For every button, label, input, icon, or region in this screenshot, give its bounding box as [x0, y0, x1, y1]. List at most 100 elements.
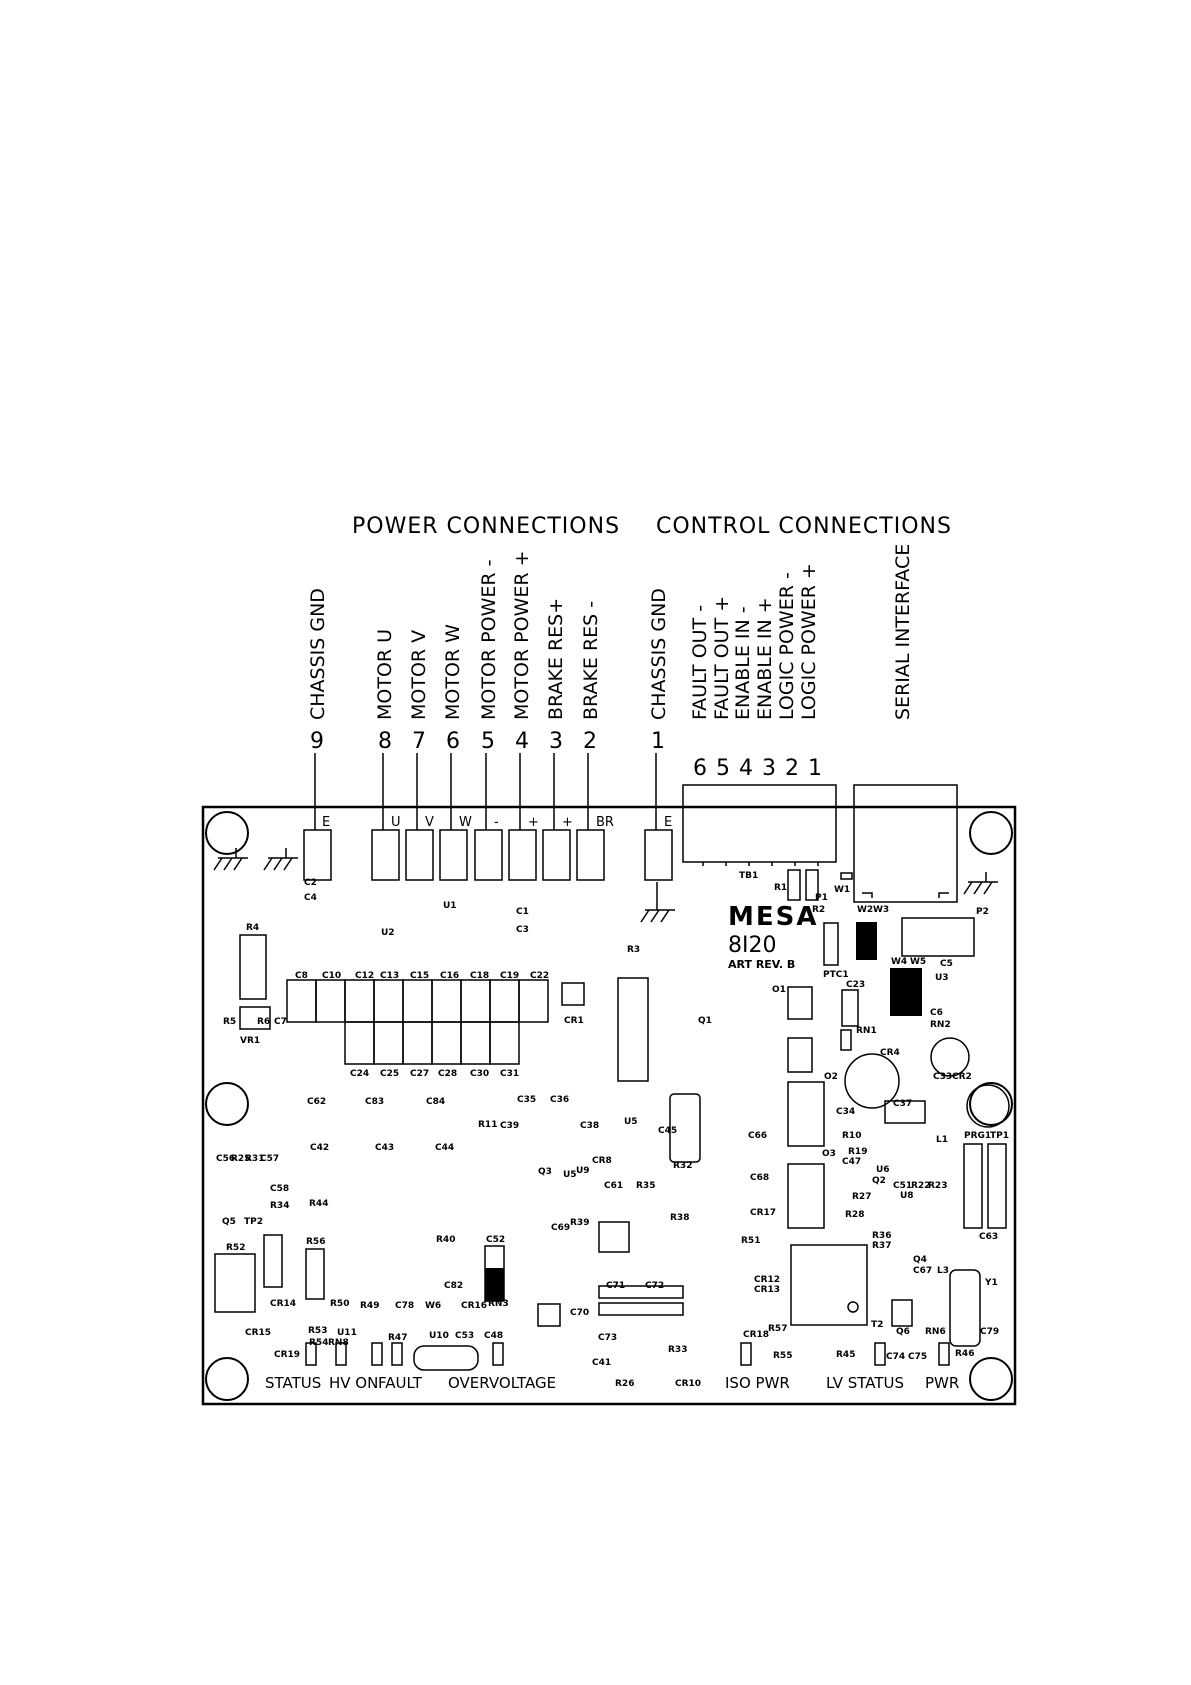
refdes-w4: W4: [891, 957, 907, 967]
serial-interface-label: SERIAL INTERFACE: [892, 544, 914, 720]
refdes-u5: U5: [624, 1117, 638, 1127]
refdes-c15: C15: [410, 971, 429, 981]
mounting-hole-mid-left: [205, 1082, 249, 1126]
refdes-c52: U9: [576, 1166, 590, 1176]
refdes-c12: C12: [355, 971, 374, 981]
terminal-pad-letters: E U V W - + + BR E: [322, 815, 672, 830]
refdes-c7: C7: [274, 1017, 287, 1027]
refdes-w5: W5: [910, 957, 926, 967]
refdes-u11: R49: [360, 1301, 379, 1311]
mounting-hole-top-left: [205, 811, 249, 855]
refdes-rn2: RN2: [930, 1020, 951, 1030]
refdes-r48: R40: [436, 1235, 455, 1245]
refdes-c31: C31: [500, 1069, 519, 1079]
refdes-c27: C27: [410, 1069, 429, 1079]
mounting-hole-bottom-left: [205, 1357, 249, 1401]
refdes-r15: CR8: [592, 1156, 612, 1166]
refdes-c10: C10: [322, 971, 341, 981]
refdes-l2: R32: [673, 1161, 692, 1171]
pin-3-label: ENABLE IN +: [754, 597, 776, 720]
refdes-cr18: R45: [836, 1350, 855, 1360]
refdes-r20: R31: [245, 1154, 264, 1164]
terminal-8-number: 8: [378, 729, 392, 754]
pin-6-label: FAULT OUT -: [689, 605, 711, 720]
refdes-u8: U8: [900, 1191, 914, 1201]
component-outlines: [214, 869, 1010, 1371]
refdes-c80: C41: [592, 1358, 611, 1368]
refdes-tp1: TP1: [990, 1131, 1009, 1141]
refdes-u3: U3: [935, 973, 949, 983]
refdes-c68: CR13: [754, 1285, 780, 1295]
status-label-fault: FAULT: [378, 1374, 423, 1392]
refdes-r26: C68: [750, 1173, 769, 1183]
refdes-q1: Q1: [698, 1016, 712, 1026]
refdes-c39: C39: [500, 1121, 519, 1131]
refdes-cr17: CR18: [743, 1330, 769, 1340]
pin-3-number: 3: [762, 756, 776, 781]
refdes-r49: C53: [455, 1331, 474, 1341]
refdes-u10: C52: [486, 1235, 505, 1245]
refdes-c19: C19: [500, 971, 519, 981]
terminal-5-label: MOTOR POWER -: [478, 560, 500, 720]
terminal-3-label: BRAKE RES+: [545, 598, 567, 720]
refdes-r44: CR15: [245, 1328, 271, 1338]
refdes-r3: R3: [627, 945, 640, 955]
refdes-c47: C47: [842, 1157, 861, 1167]
refdes-labels: C8 C10 C12 C13 C15 C16 C18 C19 C22 C24 C…: [216, 871, 1009, 1389]
refdes-prc2: C72: [645, 1281, 664, 1291]
refdes-tb1: TB1: [739, 871, 758, 881]
refdes-p2: P2: [976, 907, 989, 917]
refdes-cr1: CR1: [564, 1016, 584, 1026]
refdes-cr12: R57: [768, 1324, 787, 1334]
refdes-cr9: C61: [604, 1181, 623, 1191]
refdes-c28: C28: [438, 1069, 457, 1079]
refdes-cr13: CR19: [274, 1350, 300, 1360]
control-pin-labels: FAULT OUT - FAULT OUT + ENABLE IN - ENAB…: [689, 544, 914, 720]
refdes-c16: C16: [440, 971, 459, 981]
pad-letter-8: U: [391, 815, 401, 830]
jumpers: [484, 922, 922, 1302]
pad-letter-2: BR: [596, 815, 614, 830]
terminal-7-label: MOTOR V: [408, 630, 430, 720]
refdes-c43: C43: [375, 1143, 394, 1153]
refdes-r10: R10: [842, 1131, 861, 1141]
refdes-c1: C1: [516, 907, 529, 917]
refdes-y1: Y1: [984, 1278, 998, 1288]
refdes-c8: C8: [295, 971, 308, 981]
refdes-u5b: U5: [563, 1170, 577, 1180]
refdes-u9: R38: [670, 1213, 689, 1223]
refdes-u6: U6: [876, 1165, 890, 1175]
terminal-1-number: 1: [651, 729, 665, 754]
pad-letter-5: -: [494, 815, 499, 830]
refdes-r5: R5: [223, 1017, 236, 1027]
refdes-cr10: R51: [741, 1236, 760, 1246]
control-connections-header: CONTROL CONNECTIONS: [656, 514, 952, 539]
mesa-logo: MESA: [728, 902, 818, 932]
refdes-o1: O1: [772, 985, 786, 995]
refdes-p1: P1: [815, 893, 828, 903]
refdes-c83: C83: [365, 1097, 384, 1107]
pin-1-label: LOGIC POWER +: [798, 563, 820, 720]
board-art-rev: ART REV. B: [728, 958, 795, 971]
refdes-r6: R6: [257, 1017, 270, 1027]
refdes-c35: C35: [517, 1095, 536, 1105]
refdes-c45: C45: [658, 1126, 677, 1136]
refdes-rn3: Q3: [538, 1167, 552, 1177]
terminal-4-number: 4: [515, 729, 529, 754]
refdes-c4: C4: [304, 893, 317, 903]
refdes-r11: R11: [478, 1120, 497, 1130]
refdes-c25: C25: [380, 1069, 399, 1079]
refdes-w2: W2: [857, 905, 873, 915]
refdes-c2: C2: [304, 878, 317, 888]
mounting-holes: [205, 811, 1013, 1401]
pad-letter-9: E: [322, 815, 330, 830]
refdes-c34: C34: [836, 1107, 855, 1117]
refdes-c63: C63: [979, 1232, 998, 1242]
terminal-leader-lines: [314, 753, 657, 830]
board-outline: [201, 805, 1017, 1406]
refdes-c81b: R33: [668, 1345, 687, 1355]
refdes-r2: R2: [812, 905, 825, 915]
board-logo: MESA 8I20 ART REV. B: [728, 902, 818, 971]
refdes-rn1: RN1: [856, 1026, 877, 1036]
refdes-w6: RN3: [488, 1299, 509, 1309]
